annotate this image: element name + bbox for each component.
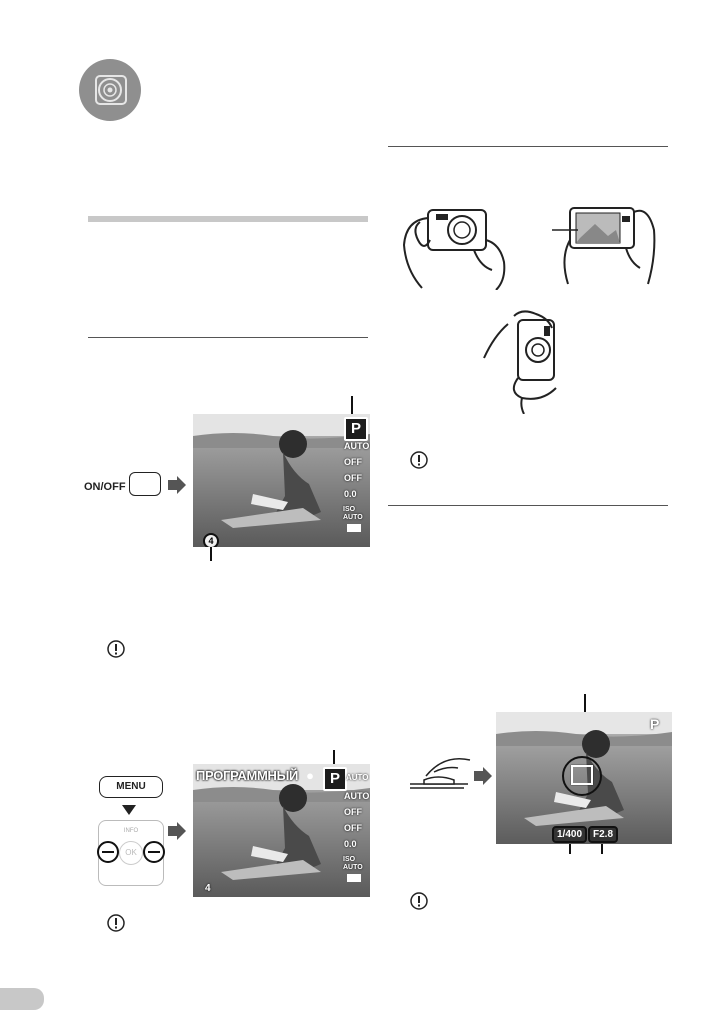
remaining-shots: 4 — [208, 536, 214, 546]
onoff-label: ON/OFF — [84, 481, 126, 493]
exposure-indicator: 0.0 — [344, 839, 357, 849]
macro-indicator: OFF — [344, 457, 362, 467]
pad-ok-button: OK — [119, 841, 143, 865]
focus-circle — [562, 756, 602, 796]
shutter-speed-readout: 1/400 — [552, 826, 588, 843]
pad-left-highlight — [97, 841, 119, 863]
arrow-right-icon — [474, 767, 492, 790]
page-number-tab — [0, 988, 44, 1010]
menu-button-illustration: MENU — [99, 776, 163, 798]
holding-camera-vertical-illustration — [478, 306, 578, 419]
caution-icon — [107, 640, 125, 658]
top-right-indicator: AUTO — [346, 773, 369, 782]
camera-lcd-menu-screen: ПРОГРАММНЫЙ ● P AUTO AUTO OFF OFF 0.0 IS… — [193, 764, 370, 897]
movie-mode-icon: ● — [306, 768, 314, 783]
caution-icon — [410, 451, 428, 469]
caution-icon — [410, 892, 428, 910]
shutter-press-illustration — [404, 754, 474, 799]
image-size-box — [347, 874, 361, 882]
menu-button-label: MENU — [116, 781, 146, 792]
exposure-indicator: 0.0 — [344, 489, 357, 499]
arrow-right-icon — [168, 822, 186, 845]
pad-info-label: INFO — [123, 828, 139, 834]
arrow-down-icon — [122, 802, 136, 820]
pad-ok-label: OK — [125, 848, 137, 857]
holding-camera-rear-illustration — [550, 200, 660, 295]
mode-indicator: P — [650, 716, 660, 732]
camera-lcd-focus-screen: P 1/400 F2.8 — [496, 712, 672, 844]
self-timer-indicator: OFF — [344, 823, 362, 833]
camera-lcd-screen: P AUTO OFF OFF 0.0 ISO AUTO 4 — [193, 414, 370, 547]
iso-indicator: ISO AUTO — [343, 506, 363, 521]
mode-title: ПРОГРАММНЫЙ — [196, 768, 299, 783]
flash-indicator: AUTO — [344, 441, 370, 451]
holding-camera-horizontal-illustration — [400, 200, 510, 295]
mode-indicator: P — [344, 417, 368, 441]
iso-indicator: ISO AUTO — [343, 856, 363, 871]
onoff-button — [129, 472, 161, 496]
section-divider — [388, 505, 668, 506]
section-divider — [388, 146, 668, 147]
mode-indicator: P — [323, 767, 347, 791]
chapter-camera-icon — [78, 58, 142, 122]
aperture-readout: F2.8 — [588, 826, 619, 843]
remaining-shots: 4 — [205, 883, 211, 894]
section-divider — [88, 337, 368, 338]
photo-woman-reading — [193, 414, 370, 547]
count-indicator: 4 — [203, 533, 219, 547]
control-pad: INFO OK — [97, 820, 165, 886]
callout-line — [569, 844, 571, 854]
callout-line — [333, 750, 335, 766]
pad-right-highlight — [143, 841, 165, 863]
callout-line — [210, 547, 212, 561]
macro-indicator: OFF — [344, 807, 362, 817]
photo-woman-reading — [193, 764, 370, 897]
callout-line — [601, 844, 603, 854]
flash-indicator: AUTO — [344, 791, 370, 801]
arrow-right-icon — [168, 476, 186, 499]
image-size-box — [347, 524, 361, 532]
section-header-bar — [88, 216, 368, 222]
af-target-frame — [571, 765, 593, 785]
self-timer-indicator: OFF — [344, 473, 362, 483]
callout-line — [351, 396, 353, 416]
caution-icon — [107, 914, 125, 932]
